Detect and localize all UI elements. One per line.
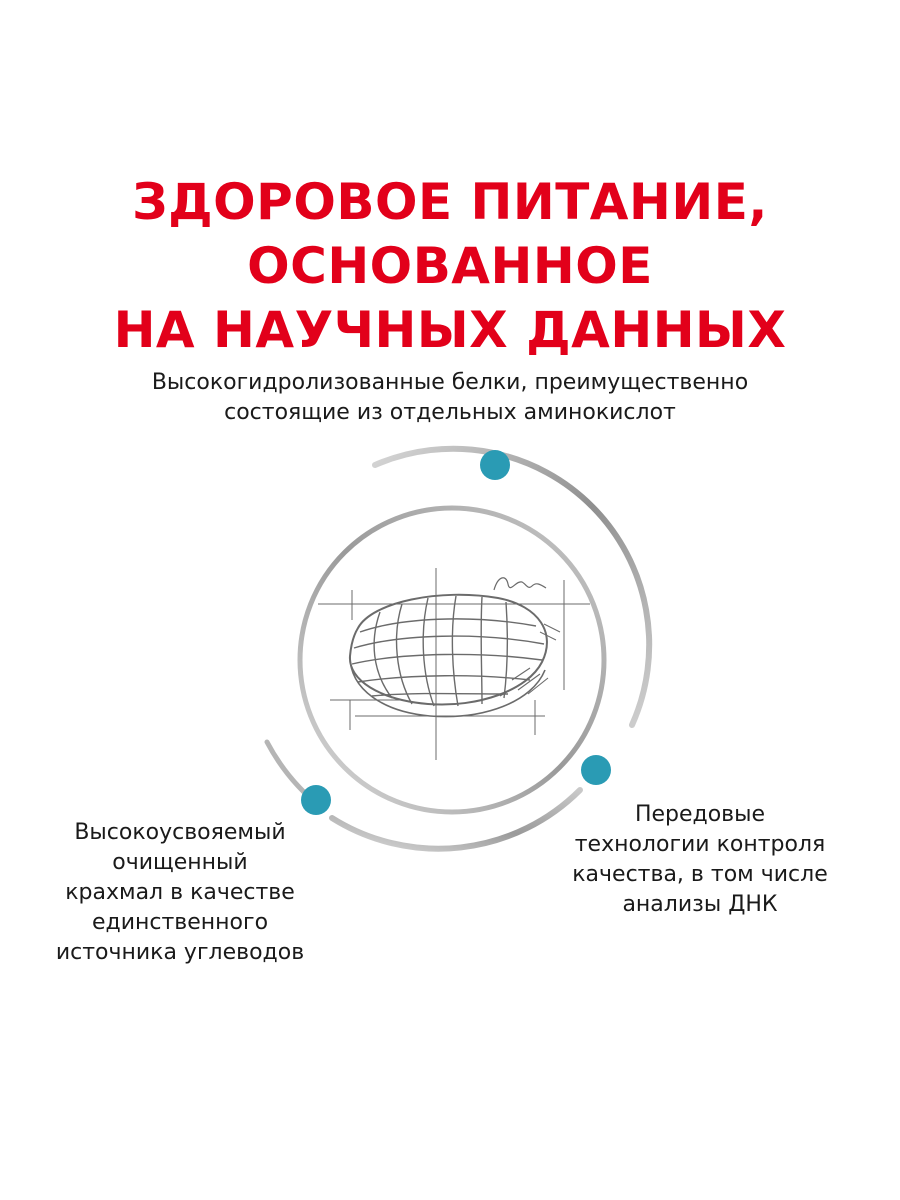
caption-starch-line-5: источника углеводов — [55, 940, 305, 965]
inner-circle — [297, 505, 607, 815]
dot-marker-icon — [581, 755, 611, 785]
outer-arc-top — [372, 445, 653, 728]
caption-starch: Высокоусвояемый очищенный крахмал в каче… — [20, 818, 340, 968]
caption-quality: Передовые технологии контроля качества, … — [540, 800, 860, 920]
kibble-sketch-icon — [318, 568, 590, 760]
dot-marker-icon — [480, 450, 510, 480]
page-title-line-1: ЗДОРОВОЕ ПИТАНИЕ, ОСНОВАННОЕ — [132, 173, 768, 295]
caption-quality-line-1: Передовые — [634, 802, 766, 827]
caption-proteins: Высокогидролизованные белки, преимуществ… — [100, 368, 800, 428]
caption-starch-line-3: крахмал в качестве — [65, 880, 295, 905]
caption-proteins-line-1: Высокогидролизованные белки, преимуществ… — [151, 370, 749, 395]
page-title-line-2: НА НАУЧНЫХ ДАННЫХ — [113, 301, 787, 359]
caption-proteins-line-2: состоящие из отдельных аминокислот — [224, 400, 676, 425]
caption-quality-line-4: анализы ДНК — [622, 892, 778, 917]
caption-starch-line-2: очищенный — [112, 850, 248, 875]
dot-marker-icon — [301, 785, 331, 815]
caption-quality-line-2: технологии контроля — [574, 832, 826, 857]
caption-quality-line-3: качества, в том числе — [572, 862, 828, 887]
outer-arc-bottom — [329, 787, 583, 852]
caption-starch-line-4: единственного — [91, 910, 269, 935]
caption-starch-line-1: Высокоусвояемый — [74, 820, 286, 845]
page-title: ЗДОРОВОЕ ПИТАНИЕ, ОСНОВАННОЕ НА НАУЧНЫХ … — [0, 170, 900, 362]
